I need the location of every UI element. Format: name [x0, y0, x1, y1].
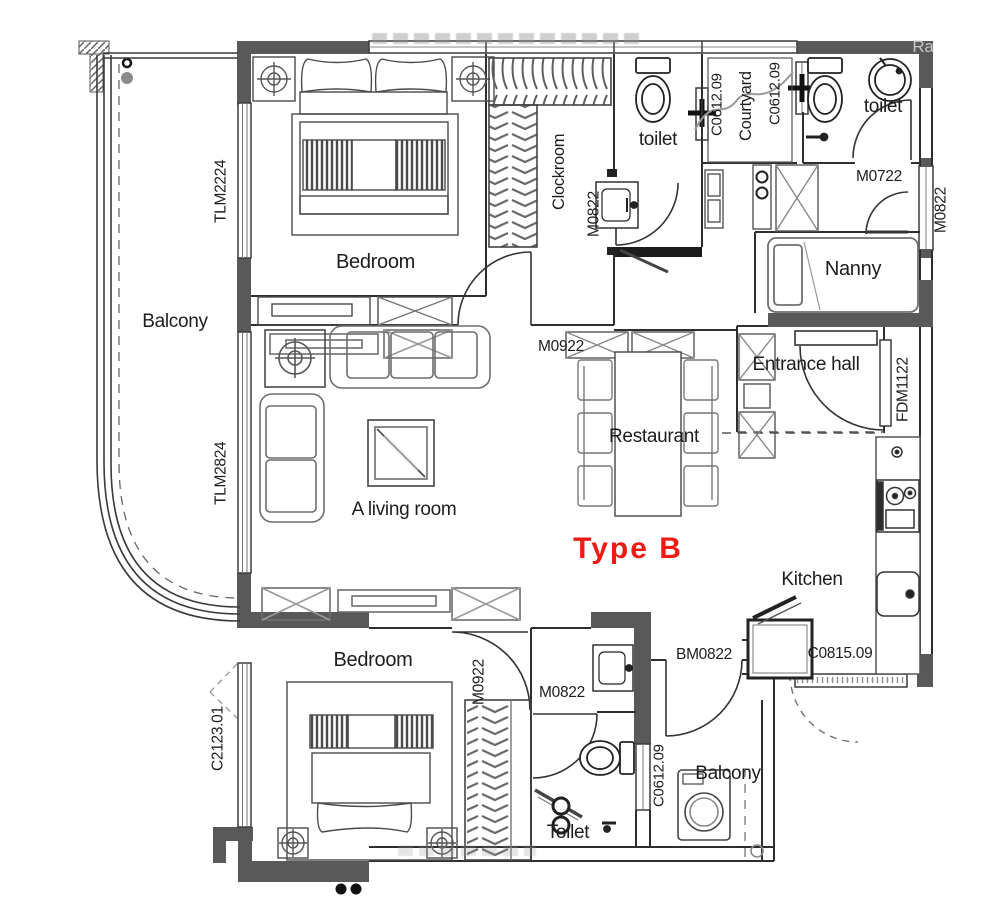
tap-icon	[806, 132, 829, 142]
nanny-bed	[767, 237, 919, 313]
watermark-smudge-top	[372, 33, 640, 44]
code-label-tlm2824: TLM2824	[212, 441, 230, 505]
room-label-living-room: A living room	[351, 498, 457, 520]
code-label-c0612-09-a: C0612.09	[708, 73, 726, 137]
ceiling-light-icon	[456, 62, 490, 96]
room-label-bedroom-top: Bedroom	[335, 251, 416, 273]
code-label-c2123-01: C2123.01	[209, 706, 227, 772]
watermark-smudge-bottom	[398, 845, 536, 856]
black-wall-toilet	[614, 247, 702, 257]
courtyard-detail	[694, 57, 794, 163]
living-room-furniture	[259, 325, 521, 621]
toilet-top-fixtures	[595, 57, 671, 274]
toilet-bottom-fixtures	[534, 644, 635, 835]
code-label-c0612-09-b: C0612.09	[766, 62, 784, 126]
code-label-fdm1122: FDM1122	[894, 357, 912, 423]
room-label-courtyard: Courtyard	[736, 71, 755, 141]
ceiling-light-icon	[279, 829, 307, 857]
room-label-toilet-right: toilet	[863, 95, 903, 117]
interior-walls	[251, 54, 933, 862]
code-label-m0822-right: M0822	[932, 187, 950, 233]
entrance-cabinets	[738, 333, 776, 459]
toilet-right-fixtures	[806, 57, 912, 142]
code-label-tlm2224: TLM2224	[212, 159, 230, 223]
code-label-c0815-09: C0815.09	[807, 645, 873, 663]
watermark-fragment: Ra	[912, 36, 934, 56]
tap-icon	[602, 821, 616, 833]
code-label-bm0822: BM0822	[676, 646, 732, 664]
dining-set	[565, 331, 719, 517]
dining-chairs	[577, 359, 719, 507]
ceiling-light-icon	[428, 829, 456, 857]
room-label-toilet-top: toilet	[638, 128, 678, 150]
utility-shaft	[704, 164, 819, 232]
plan-title: Type B	[573, 532, 683, 565]
code-label-m0922-top: M0922	[538, 338, 584, 356]
code-label-m0922-bottom: M0922	[470, 659, 488, 705]
clockroom-wardrobes	[488, 57, 612, 248]
room-label-bedroom-bottom: Bedroom	[333, 649, 413, 671]
room-label-restaurant: Restaurant	[609, 425, 699, 447]
balcony-left-railing	[96, 52, 241, 622]
code-label-m0822-toilet: M0822	[539, 684, 585, 702]
exterior-dots	[335, 883, 362, 895]
room-label-balcony-left: Balcony	[142, 310, 208, 332]
plant-icon	[275, 338, 315, 378]
balcony-bottom-items	[677, 769, 764, 858]
code-label-c0612-09-c: C0612.09	[650, 744, 668, 808]
bedroom-top-furniture	[252, 56, 495, 326]
drain-symbol	[121, 57, 133, 84]
doors	[451, 99, 912, 779]
room-label-entrance-hall: Entrance hall	[752, 353, 860, 375]
code-label-m0822-clockroom: M0822	[585, 191, 603, 237]
code-label-m0722: M0722	[856, 168, 902, 186]
kitchen-fixtures	[746, 436, 921, 680]
room-label-toilet-bottom: Toilet	[546, 821, 590, 843]
room-label-nanny: Nanny	[824, 258, 882, 280]
windows	[237, 40, 934, 828]
room-label-clockroom: Clockroom	[549, 133, 568, 211]
room-label-kitchen: Kitchen	[781, 568, 843, 590]
bedroom-bottom-furniture	[277, 681, 532, 861]
room-label-balcony-bottom: Balcony	[695, 762, 761, 784]
ceiling-light-icon	[257, 62, 291, 96]
